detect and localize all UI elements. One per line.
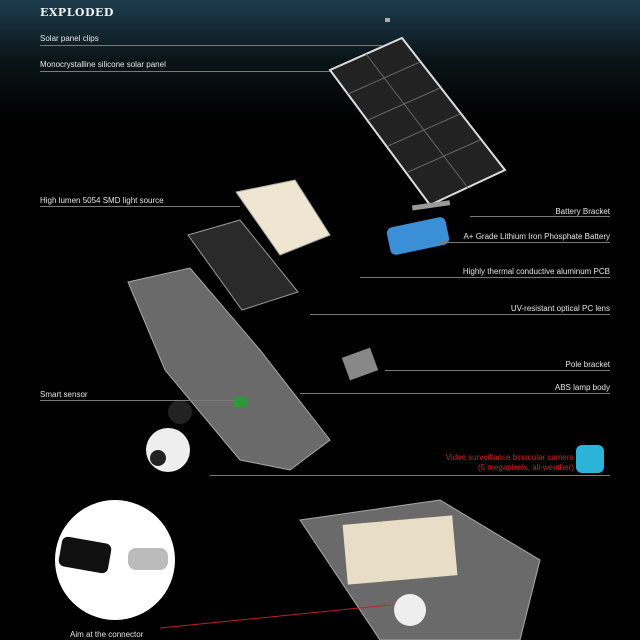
battery-pack xyxy=(386,217,450,255)
connector-detail xyxy=(55,500,175,620)
label-battery-bracket: Battery Bracket xyxy=(555,207,610,216)
led-board xyxy=(235,179,331,256)
label-connector: Aim at the connector xyxy=(70,630,144,639)
sensor-board xyxy=(233,397,247,407)
panel-clip xyxy=(385,18,390,22)
camera xyxy=(146,400,192,472)
label-pole-bracket: Pole bracket xyxy=(565,360,610,369)
label-pc-lens: UV-resistant optical PC lens xyxy=(510,304,610,313)
camera-app-icon xyxy=(576,445,604,473)
label-camera: Video surveillance binocular camera xyxy=(445,453,574,462)
label-camera-spec: (5 megapixels, all-weather) xyxy=(477,463,574,472)
label-smart-sensor: Smart sensor xyxy=(40,390,88,399)
label-pcb: Highly thermal conductive aluminum PCB xyxy=(462,267,610,276)
diagram-title: EXPLODED xyxy=(40,6,114,19)
pc-lens xyxy=(187,219,299,311)
lamp-body xyxy=(127,267,331,471)
solar-panel xyxy=(328,36,507,207)
label-solar-panel-clips: Solar panel clips xyxy=(40,34,99,43)
pole-bracket xyxy=(341,347,379,381)
label-lamp-body: ABS lamp body xyxy=(554,383,610,392)
label-solar-panel: Monocrystalline silicone solar panel xyxy=(40,60,166,69)
label-light-source: High lumen 5054 SMD light source xyxy=(40,196,164,205)
label-battery: A+ Grade Lithium Iron Phosphate Battery xyxy=(463,232,610,241)
battery-bracket xyxy=(411,200,451,211)
